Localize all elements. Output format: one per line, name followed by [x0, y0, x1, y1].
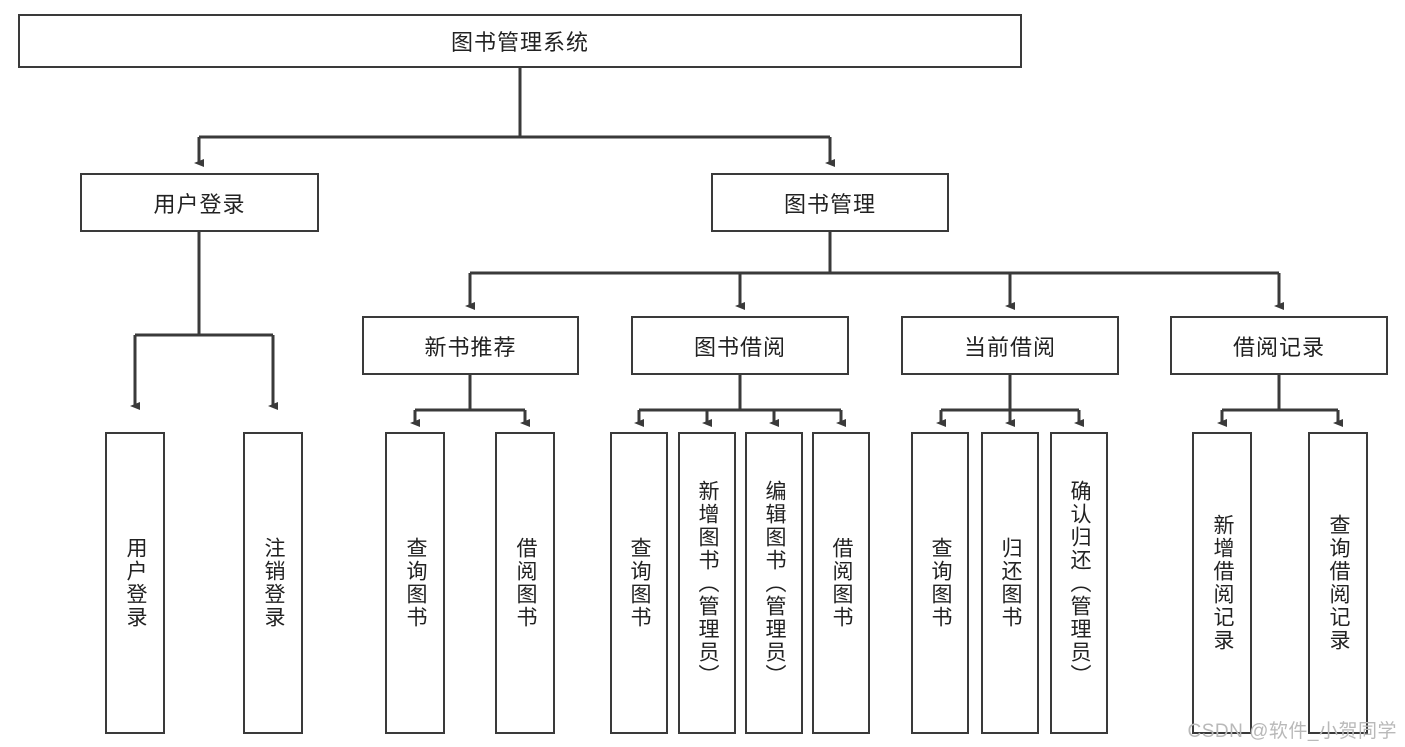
node-borrow-record[interactable]: 借阅记录: [1170, 316, 1388, 375]
node-leaf-label: 用户登录: [124, 537, 148, 629]
node-root[interactable]: 图书管理系统: [18, 14, 1022, 68]
node-leaf-label: 编辑图书（管理员）: [763, 479, 787, 687]
node-new-book-recommend-label: 新书推荐: [424, 334, 517, 360]
node-leaf-new-book-borrow[interactable]: 借阅图书: [495, 432, 555, 734]
node-leaf-label: 归还图书: [999, 537, 1023, 629]
node-book-management-label: 图书管理: [783, 191, 876, 217]
node-leaf-current-borrow-confirm[interactable]: 确认归还（管理员）: [1050, 432, 1108, 734]
node-leaf-user-login-logout[interactable]: 注销登录: [243, 432, 303, 734]
node-leaf-label: 借阅图书: [830, 537, 854, 629]
node-leaf-label: 确认归还（管理员）: [1068, 479, 1092, 687]
node-leaf-book-borrow-edit[interactable]: 编辑图书（管理员）: [745, 432, 803, 734]
node-leaf-label: 查询图书: [404, 537, 428, 629]
node-leaf-label: 查询借阅记录: [1327, 514, 1351, 652]
node-root-label: 图书管理系统: [450, 30, 589, 55]
node-current-borrow-label: 当前借阅: [963, 334, 1056, 360]
node-leaf-label: 查询图书: [628, 537, 652, 629]
node-leaf-label: 新增图书（管理员）: [696, 479, 720, 687]
node-leaf-book-borrow-add[interactable]: 新增图书（管理员）: [678, 432, 736, 734]
node-leaf-borrow-record-query[interactable]: 查询借阅记录: [1308, 432, 1368, 734]
node-book-management[interactable]: 图书管理: [711, 173, 949, 232]
node-borrow-record-label: 借阅记录: [1232, 334, 1325, 360]
node-leaf-current-borrow-return[interactable]: 归还图书: [981, 432, 1039, 734]
node-book-borrow[interactable]: 图书借阅: [631, 316, 849, 375]
node-leaf-label: 注销登录: [262, 537, 286, 629]
node-user-login-label: 用户登录: [153, 191, 246, 217]
node-leaf-current-borrow-query[interactable]: 查询图书: [911, 432, 969, 734]
node-leaf-label: 新增借阅记录: [1211, 514, 1235, 652]
node-leaf-borrow-record-add[interactable]: 新增借阅记录: [1192, 432, 1252, 734]
node-user-login[interactable]: 用户登录: [80, 173, 319, 232]
node-leaf-new-book-query[interactable]: 查询图书: [385, 432, 445, 734]
node-new-book-recommend[interactable]: 新书推荐: [362, 316, 579, 375]
node-leaf-book-borrow-borrow[interactable]: 借阅图书: [812, 432, 870, 734]
node-leaf-label: 查询图书: [929, 537, 953, 629]
node-leaf-user-login-login[interactable]: 用户登录: [105, 432, 165, 734]
node-book-borrow-label: 图书借阅: [693, 334, 786, 360]
node-leaf-book-borrow-query[interactable]: 查询图书: [610, 432, 668, 734]
watermark: CSDN @软件_小贺同学: [1187, 721, 1397, 742]
node-current-borrow[interactable]: 当前借阅: [901, 316, 1119, 375]
node-leaf-label: 借阅图书: [514, 537, 538, 629]
